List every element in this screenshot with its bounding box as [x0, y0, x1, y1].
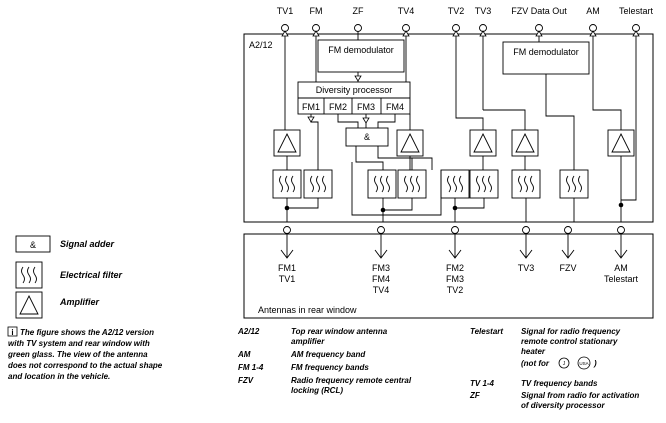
info-icon: [7, 326, 18, 337]
arrowheads: [281, 30, 640, 124]
abbr-telestart-close: ): [593, 359, 597, 368]
country-code-usa: USA: [579, 361, 588, 366]
antenna-label-3-line-2: FM3: [446, 274, 464, 284]
abbr-term-zf: ZF: [469, 391, 481, 400]
abbr-desc-fm: FM frequency bands: [291, 363, 369, 372]
note-line-5: and location in the vehicle.: [8, 372, 110, 381]
info-icon-glyph: i: [11, 328, 13, 337]
abbr-desc-tv: TV frequency bands: [521, 379, 598, 388]
signal-label-tv3: TV3: [475, 6, 492, 16]
antenna-label-2-line-1: FM3: [372, 263, 390, 273]
filter-blocks: [272, 169, 589, 199]
abbr-telestart-not-for: (not for: [521, 359, 550, 368]
abbr-desc-fzv-line-2: locking (RCL): [291, 386, 343, 395]
fm-demodulator-1-label: FM demodulator: [328, 45, 394, 55]
antenna-panel: [243, 233, 654, 319]
abbr-desc-a2-12-line-2: amplifier: [291, 337, 325, 346]
signal-label-am: AM: [586, 6, 600, 16]
antenna-label-4-line-1: TV3: [518, 263, 535, 273]
legend-amplifier: Amplifier: [59, 297, 100, 307]
fm-demodulator-1: [317, 39, 405, 73]
top-connectors: [281, 24, 640, 32]
antenna-label-6-line-1: AM: [614, 263, 628, 273]
abbr-term-fzv: FZV: [238, 376, 254, 385]
country-badge-usa: [577, 356, 591, 370]
antenna-label-5-line-1: FZV: [560, 263, 577, 273]
legend-amplifier-icon: [19, 294, 39, 315]
signal-label-fzv-data-out: FZV Data Out: [511, 6, 567, 16]
diversity-processor-label: Diversity processor: [316, 85, 393, 95]
abbr-desc-telestart-line-3: heater: [521, 347, 546, 356]
abbr-term-am: AM: [237, 350, 251, 359]
legend-adder-symbol: &: [30, 240, 36, 250]
signal-adder-box: [345, 127, 389, 147]
fm-demodulator-2: [502, 41, 590, 75]
antenna-label-2-line-2: FM4: [372, 274, 390, 284]
abbr-desc-am: AM frequency band: [290, 350, 366, 359]
note-line-4: does not correspond to the actual shape: [8, 361, 163, 370]
module-a2-12-box: [243, 33, 654, 223]
abbr-term-tv: TV 1-4: [470, 379, 495, 388]
legend-electrical-filter: Electrical filter: [60, 270, 123, 280]
abbr-term-telestart: Telestart: [470, 327, 503, 336]
signal-adder-symbol: &: [364, 132, 370, 142]
antenna-label-6-line-2: Telestart: [604, 274, 639, 284]
signal-label-tv2: TV2: [448, 6, 465, 16]
abbr-desc-zf-line-1: Signal from radio for activation: [521, 391, 639, 400]
legend-adder-box: [15, 235, 51, 253]
abbr-desc-a2-12-line-1: Top rear window antenna: [291, 327, 388, 336]
antenna-label-3-line-1: FM2: [446, 263, 464, 273]
note-line-1: The figure shows the A2/12 version: [20, 328, 154, 337]
antenna-label-1-line-2: TV1: [279, 274, 296, 284]
signal-lines: [284, 32, 637, 222]
antenna-label-2-line-3: TV4: [373, 285, 390, 295]
fm-band-3: FM3: [357, 102, 375, 112]
signal-label-tv1: TV1: [277, 6, 294, 16]
note-line-3: green glass. The view of the antenna: [7, 350, 148, 359]
abbr-desc-fzv-line-1: Radio frequency remote central: [291, 376, 412, 385]
fm-band-4: FM4: [386, 102, 404, 112]
signal-label-fm: FM: [310, 6, 323, 16]
abbr-term-fm: FM 1-4: [238, 363, 264, 372]
country-code-j: J: [563, 361, 566, 367]
signal-label-tv4: TV4: [398, 6, 415, 16]
antenna-label-3-line-3: TV2: [447, 285, 464, 295]
signal-label-telestart: Telestart: [619, 6, 654, 16]
country-badge-j: [558, 357, 570, 369]
note-line-2: with TV system and rear window with: [8, 339, 150, 348]
abbr-desc-zf-line-2: of diversity processor: [521, 401, 605, 410]
junction-dots: [284, 202, 624, 213]
antenna-symbols: [280, 226, 628, 259]
signal-label-zf: ZF: [353, 6, 364, 16]
abbr-desc-telestart-line-2: remote control stationary: [521, 337, 618, 346]
fm-demodulator-2-label: FM demodulator: [513, 47, 579, 57]
legend-signal-adder: Signal adder: [60, 239, 115, 249]
abbr-desc-telestart-line-1: Signal for radio frequency: [521, 327, 621, 336]
antenna-panel-title: Antennas in rear window: [258, 305, 357, 315]
module-label: A2/12: [249, 40, 273, 50]
fm-band-1: FM1: [302, 102, 320, 112]
antenna-label-1-line-1: FM1: [278, 263, 296, 273]
abbr-term-a2-12: A2/12: [237, 327, 260, 336]
fm-band-2: FM2: [329, 102, 347, 112]
amplifier-blocks: [273, 129, 635, 157]
